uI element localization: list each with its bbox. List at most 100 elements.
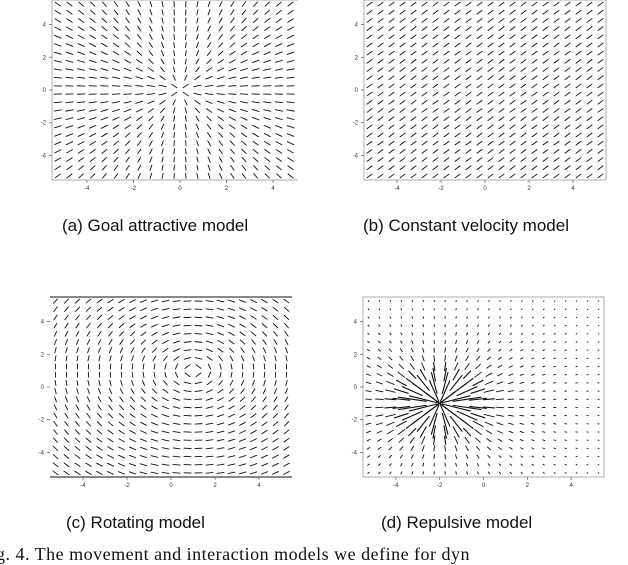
- vector-arrow: [510, 141, 515, 145]
- vector-arrow: [368, 309, 369, 310]
- vector-arrow: [565, 317, 566, 318]
- vector-arrow: [466, 43, 471, 47]
- vector-arrow: [477, 35, 482, 39]
- vector-arrow: [130, 405, 134, 409]
- vector-arrow: [400, 68, 405, 72]
- vector-arrow: [109, 405, 113, 409]
- vector-arrow: [228, 464, 235, 466]
- vector-arrow: [77, 380, 78, 385]
- vector-arrow: [543, 166, 548, 170]
- vector-arrow: [186, 149, 187, 154]
- vector-arrow: [576, 133, 581, 137]
- vector-arrow: [217, 317, 224, 319]
- vector-arrow: [262, 414, 267, 418]
- vector-arrow: [587, 125, 592, 129]
- vector-arrow: [400, 100, 405, 104]
- vector-field: [53, 299, 289, 475]
- vector-arrow: [434, 446, 435, 452]
- vector-arrow: [87, 315, 91, 319]
- vector-arrow: [288, 27, 294, 30]
- vector-arrow: [114, 2, 117, 7]
- vector-arrow: [499, 117, 504, 121]
- vector-arrow: [543, 309, 544, 310]
- vector-arrow: [276, 158, 281, 162]
- vector-arrow: [554, 166, 559, 170]
- vector-arrow: [229, 117, 235, 120]
- vector-arrow: [140, 472, 147, 474]
- vector-arrow: [130, 422, 135, 425]
- vector-arrow: [455, 10, 460, 14]
- vector-arrow: [576, 92, 581, 96]
- vector-arrow: [285, 397, 288, 402]
- vector-arrow: [152, 397, 157, 401]
- vector-arrow: [554, 301, 555, 302]
- vector-arrow: [161, 108, 165, 112]
- vector-field: [366, 301, 599, 475]
- vector-arrow: [275, 69, 282, 70]
- vector-arrow: [65, 405, 68, 410]
- vector-arrow: [520, 374, 523, 375]
- vector-arrow: [120, 340, 123, 345]
- vector-arrow: [598, 35, 603, 39]
- vector-arrow: [477, 10, 482, 14]
- vector-arrow: [151, 308, 157, 310]
- vector-arrow: [444, 51, 449, 55]
- vector-arrow: [394, 389, 408, 393]
- vector-arrow: [173, 333, 180, 335]
- vector-arrow: [521, 27, 526, 31]
- vector-arrow: [532, 464, 533, 465]
- vector-arrow: [511, 301, 512, 302]
- vector-arrow: [565, 51, 570, 55]
- vector-arrow: [151, 439, 158, 441]
- vector-arrow: [466, 100, 471, 104]
- vector-arrow: [576, 10, 581, 14]
- vector-arrow: [510, 19, 515, 23]
- vector-arrow: [88, 348, 90, 353]
- vector-arrow: [55, 356, 56, 361]
- vector-arrow: [276, 35, 282, 38]
- vector-arrow: [543, 358, 545, 359]
- vector-arrow: [389, 455, 391, 457]
- vector-arrow: [531, 432, 534, 433]
- vector-arrow: [543, 374, 545, 375]
- vector-arrow: [498, 374, 503, 376]
- vector-arrow: [185, 59, 186, 64]
- vector-arrow: [241, 43, 246, 47]
- vector-arrow: [543, 448, 545, 449]
- vector-arrow: [488, 2, 493, 6]
- vector-arrow: [521, 174, 526, 178]
- vector-arrow: [433, 158, 438, 162]
- vector-arrow: [367, 448, 370, 450]
- vector-arrow: [510, 43, 515, 47]
- vector-arrow: [55, 150, 61, 153]
- vector-arrow: [455, 68, 460, 72]
- vector-arrow: [88, 389, 90, 394]
- vector-arrow: [64, 299, 68, 303]
- vector-arrow: [389, 150, 394, 154]
- vector-arrow: [240, 406, 245, 410]
- vector-arrow: [97, 447, 102, 450]
- vector-arrow: [102, 2, 106, 6]
- vector-arrow: [488, 341, 490, 343]
- vector-arrow: [532, 309, 533, 310]
- vector-arrow: [172, 92, 177, 96]
- vector-arrow: [186, 141, 187, 146]
- vector-arrow: [90, 10, 95, 14]
- vector-arrow: [113, 117, 119, 120]
- vector-arrow: [510, 92, 515, 96]
- vector-arrow: [184, 350, 191, 351]
- vector-arrow: [433, 19, 438, 23]
- vector-arrow: [242, 141, 247, 145]
- vector-arrow: [197, 157, 198, 162]
- vector-arrow: [162, 141, 164, 146]
- vector-arrow: [86, 455, 91, 459]
- vector-arrow: [477, 455, 479, 458]
- vector-arrow: [231, 2, 234, 7]
- vector-arrow: [510, 456, 512, 458]
- vector-arrow: [378, 19, 383, 23]
- vector-arrow: [598, 158, 603, 162]
- vector-arrow: [543, 141, 548, 145]
- vector-arrow: [119, 414, 124, 418]
- vector-arrow: [367, 100, 372, 104]
- vector-arrow: [142, 389, 145, 394]
